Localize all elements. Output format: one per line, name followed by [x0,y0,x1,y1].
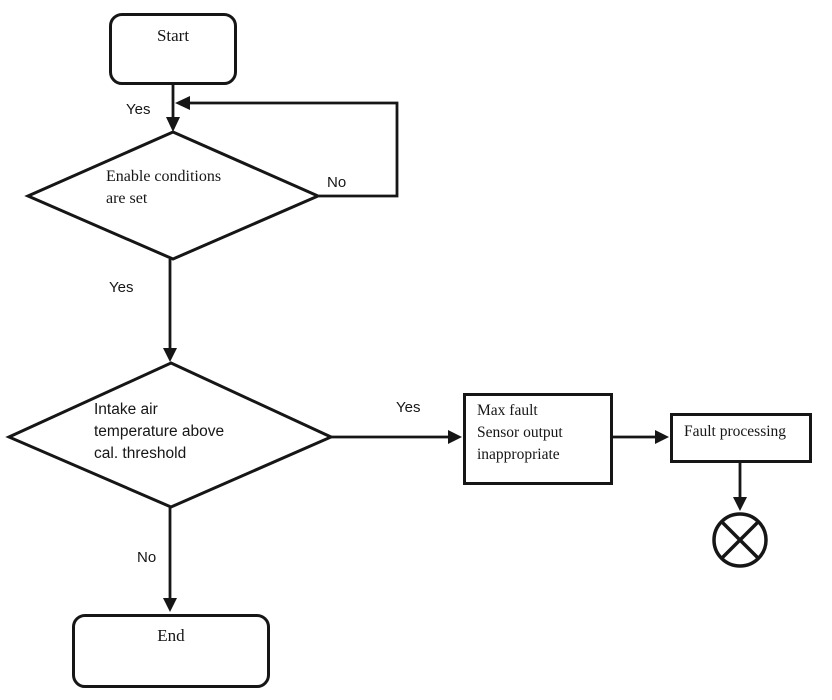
arrowhead-left-icon [175,96,190,110]
arrowhead-down-icon [163,348,177,362]
node-fault-processing: Fault processing [670,413,812,463]
edge-label-yes-intake: Yes [396,399,421,416]
arrowhead-down-icon [166,117,180,132]
node-end-label: End [157,626,185,645]
node-max-fault: Max fault Sensor output inappropriate [463,393,613,485]
edge-label-yes-enable: Yes [109,279,134,296]
edge-label-no-intake: No [137,549,157,566]
edge-intake-to-end [163,507,177,612]
crossed-circle-icon [712,512,768,568]
edge-maxfault-to-faultprocessing [613,430,669,444]
edge-enable-no-loop [175,96,399,198]
text-line: Max fault [477,402,538,419]
text-line: inappropriate [477,446,560,463]
edge-label-yes-top: Yes [126,101,151,118]
node-fault-processing-label: Fault processing [684,423,787,440]
decision-intake-air-shape [5,361,335,509]
node-end: End [72,614,270,688]
text-line: are set [106,190,148,207]
arrowhead-down-icon [163,598,177,612]
text-line: temperature above [94,423,225,440]
edge-enable-to-intake [163,259,177,362]
decision-enable-conditions-shape [24,130,322,261]
edge-faultprocessing-to-terminator [733,463,747,511]
node-intake-air-label: Intake air temperature above cal. thresh… [94,399,224,465]
node-start: Start [109,13,237,85]
text-line: Intake air [94,401,158,418]
arrowhead-right-icon [448,430,462,444]
arrowhead-right-icon [655,430,669,444]
text-line: Sensor output [477,424,563,441]
text-line: cal. threshold [94,445,187,462]
node-enable-conditions-label: Enable conditions are set [106,166,221,210]
text-line: Enable conditions [106,168,222,185]
arrowhead-down-icon [733,497,747,511]
edge-start-to-enable [166,85,180,132]
node-start-label: Start [156,26,190,45]
edge-intake-to-maxfault [331,430,462,444]
edge-label-no-enable: No [327,174,347,191]
